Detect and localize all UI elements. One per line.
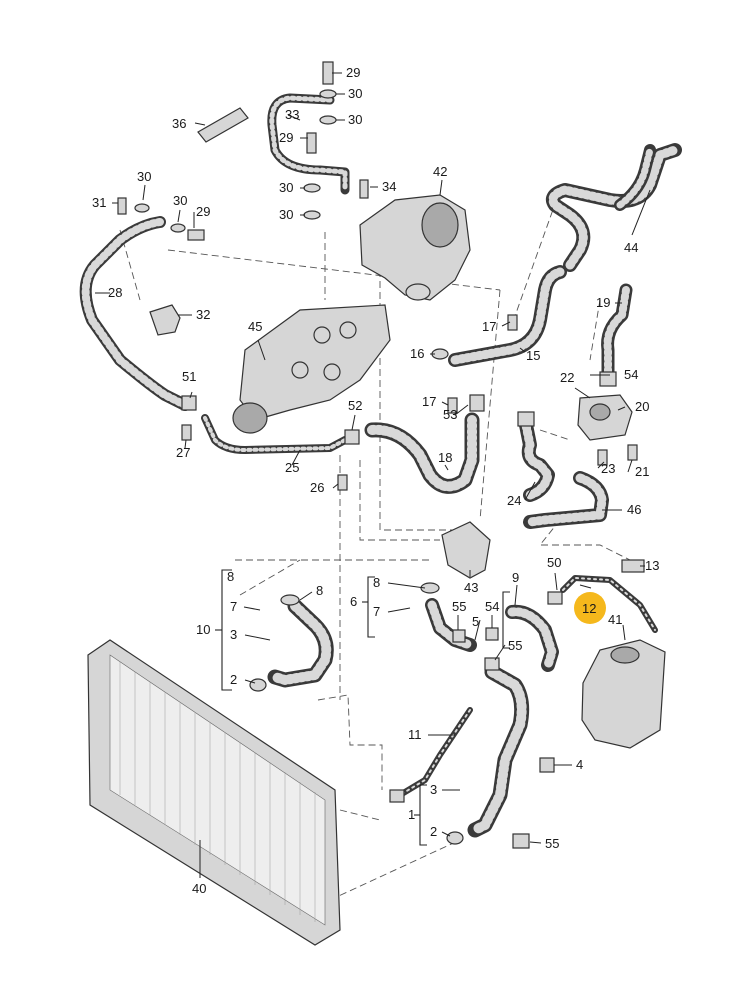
callout-22: 22 <box>560 370 574 385</box>
callout-36: 36 <box>172 116 186 131</box>
callout-30-a: 30 <box>348 86 362 101</box>
callout-10: 10 <box>196 622 210 637</box>
callout-46: 46 <box>627 502 641 517</box>
callout-18: 18 <box>438 450 452 465</box>
callout-31: 31 <box>92 195 106 210</box>
callout-8-left-outer: 8 <box>227 569 234 584</box>
callout-54-right: 54 <box>624 367 638 382</box>
callout-50: 50 <box>547 555 561 570</box>
callout-12: 12 <box>582 601 596 616</box>
callout-11: 11 <box>408 727 422 742</box>
callout-labels: 29 30 30 33 36 29 30 30 34 42 31 30 30 2… <box>92 65 659 896</box>
callout-55-b: 55 <box>508 638 522 653</box>
callout-43: 43 <box>464 580 478 595</box>
callout-24: 24 <box>507 493 521 508</box>
callout-1: 1 <box>408 807 415 822</box>
callout-7-left: 7 <box>230 599 237 614</box>
callout-21: 21 <box>635 464 649 479</box>
callout-15: 15 <box>526 348 540 363</box>
parts <box>87 107 666 946</box>
callout-8-left-inner: 8 <box>316 583 323 598</box>
callout-44: 44 <box>624 240 638 255</box>
callout-30-e: 30 <box>137 169 151 184</box>
callout-53: 53 <box>443 407 457 422</box>
callout-6: 6 <box>350 594 357 609</box>
callout-20: 20 <box>635 399 649 414</box>
callout-19: 19 <box>596 295 610 310</box>
callout-30-b: 30 <box>348 112 362 127</box>
highlight-marker[interactable] <box>574 592 606 624</box>
callout-40: 40 <box>192 881 206 896</box>
callout-32: 32 <box>196 307 210 322</box>
callout-8-mid: 8 <box>373 575 380 590</box>
callout-27: 27 <box>176 445 190 460</box>
callout-17-lower: 17 <box>422 394 436 409</box>
callout-34: 34 <box>382 179 396 194</box>
hoses <box>79 93 682 838</box>
callout-55-bottom: 55 <box>545 836 559 851</box>
callout-3-bottom: 3 <box>430 782 437 797</box>
callout-29-left: 29 <box>196 204 210 219</box>
callout-33: 33 <box>285 107 299 122</box>
callout-9: 9 <box>512 570 519 585</box>
callout-26: 26 <box>310 480 324 495</box>
callout-17-upper: 17 <box>482 319 496 334</box>
callout-5: 5 <box>472 614 479 629</box>
callout-13: 13 <box>645 558 659 573</box>
callout-4: 4 <box>576 757 583 772</box>
callout-52: 52 <box>348 398 362 413</box>
callout-45: 45 <box>248 319 262 334</box>
callout-51: 51 <box>182 369 196 384</box>
callout-54-mid: 54 <box>485 599 499 614</box>
reference-lines <box>119 189 631 901</box>
callout-42: 42 <box>433 164 447 179</box>
callout-41: 41 <box>608 612 622 627</box>
callout-55-a: 55 <box>452 599 466 614</box>
callout-30-f: 30 <box>173 193 187 208</box>
group-brackets <box>215 569 510 846</box>
callout-30-d: 30 <box>279 207 293 222</box>
callout-25: 25 <box>285 460 299 475</box>
callout-2-left: 2 <box>230 672 237 687</box>
callout-30-c: 30 <box>279 180 293 195</box>
callout-2-bottom: 2 <box>430 824 437 839</box>
callout-23: 23 <box>601 461 615 476</box>
callout-28: 28 <box>108 285 122 300</box>
callout-7-mid: 7 <box>373 604 380 619</box>
callout-29-mid: 29 <box>279 130 293 145</box>
leader-lines <box>95 72 651 878</box>
callout-29-top: 29 <box>346 65 360 80</box>
callout-3-left: 3 <box>230 627 237 642</box>
callout-16: 16 <box>410 346 424 361</box>
